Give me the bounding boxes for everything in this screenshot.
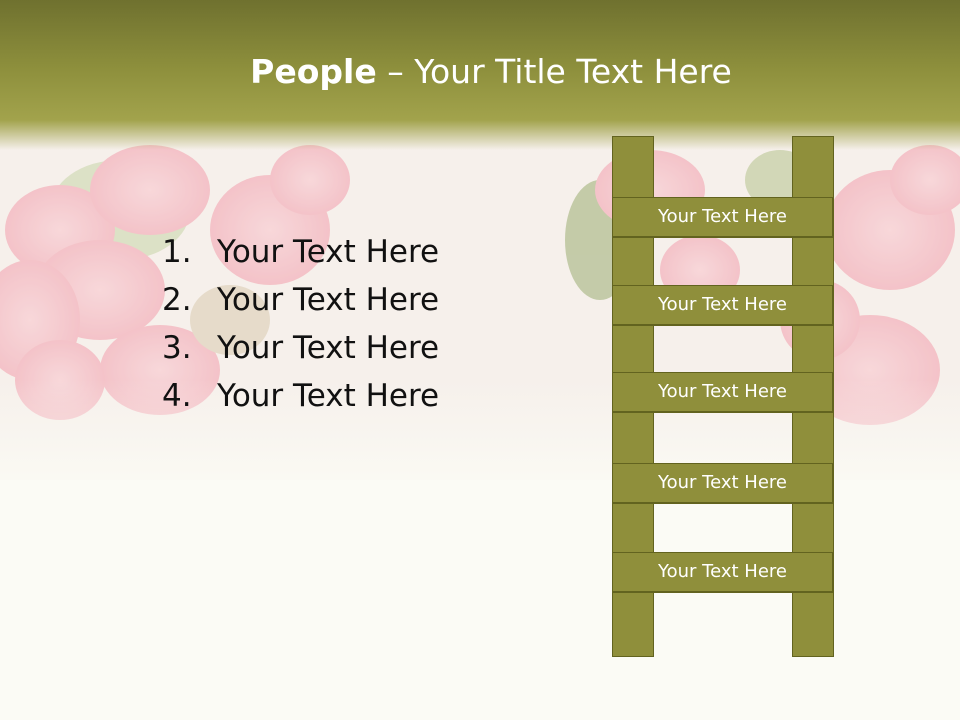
rung-divider — [612, 591, 833, 593]
list-item: 4. Your Text Here — [162, 378, 439, 426]
title-bar — [0, 0, 960, 150]
background-fade — [0, 380, 960, 500]
list-item-number: 4. — [162, 378, 192, 414]
list-item-number: 3. — [162, 330, 192, 366]
list-item: 3. Your Text Here — [162, 330, 439, 378]
list-item-text: Your Text Here — [217, 282, 440, 318]
list-item-number: 2. — [162, 282, 192, 318]
list-item: 1. Your Text Here — [162, 234, 439, 282]
list-item-text: Your Text Here — [217, 234, 440, 270]
rung-divider — [612, 502, 833, 504]
ladder-rung-5: Your Text Here — [612, 552, 833, 592]
title-bold-part: People — [250, 52, 377, 91]
list-item-text: Your Text Here — [217, 330, 440, 366]
slide-title: People – Your Title Text Here — [0, 52, 960, 91]
numbered-list: 1. Your Text Here 2. Your Text Here 3. Your… — [162, 234, 439, 426]
list-item: 2. Your Text Here — [162, 282, 439, 330]
title-rest-part: – Your Title Text Here — [376, 52, 732, 91]
list-item-text: Your Text Here — [217, 378, 440, 414]
list-item-number: 1. — [162, 234, 192, 270]
